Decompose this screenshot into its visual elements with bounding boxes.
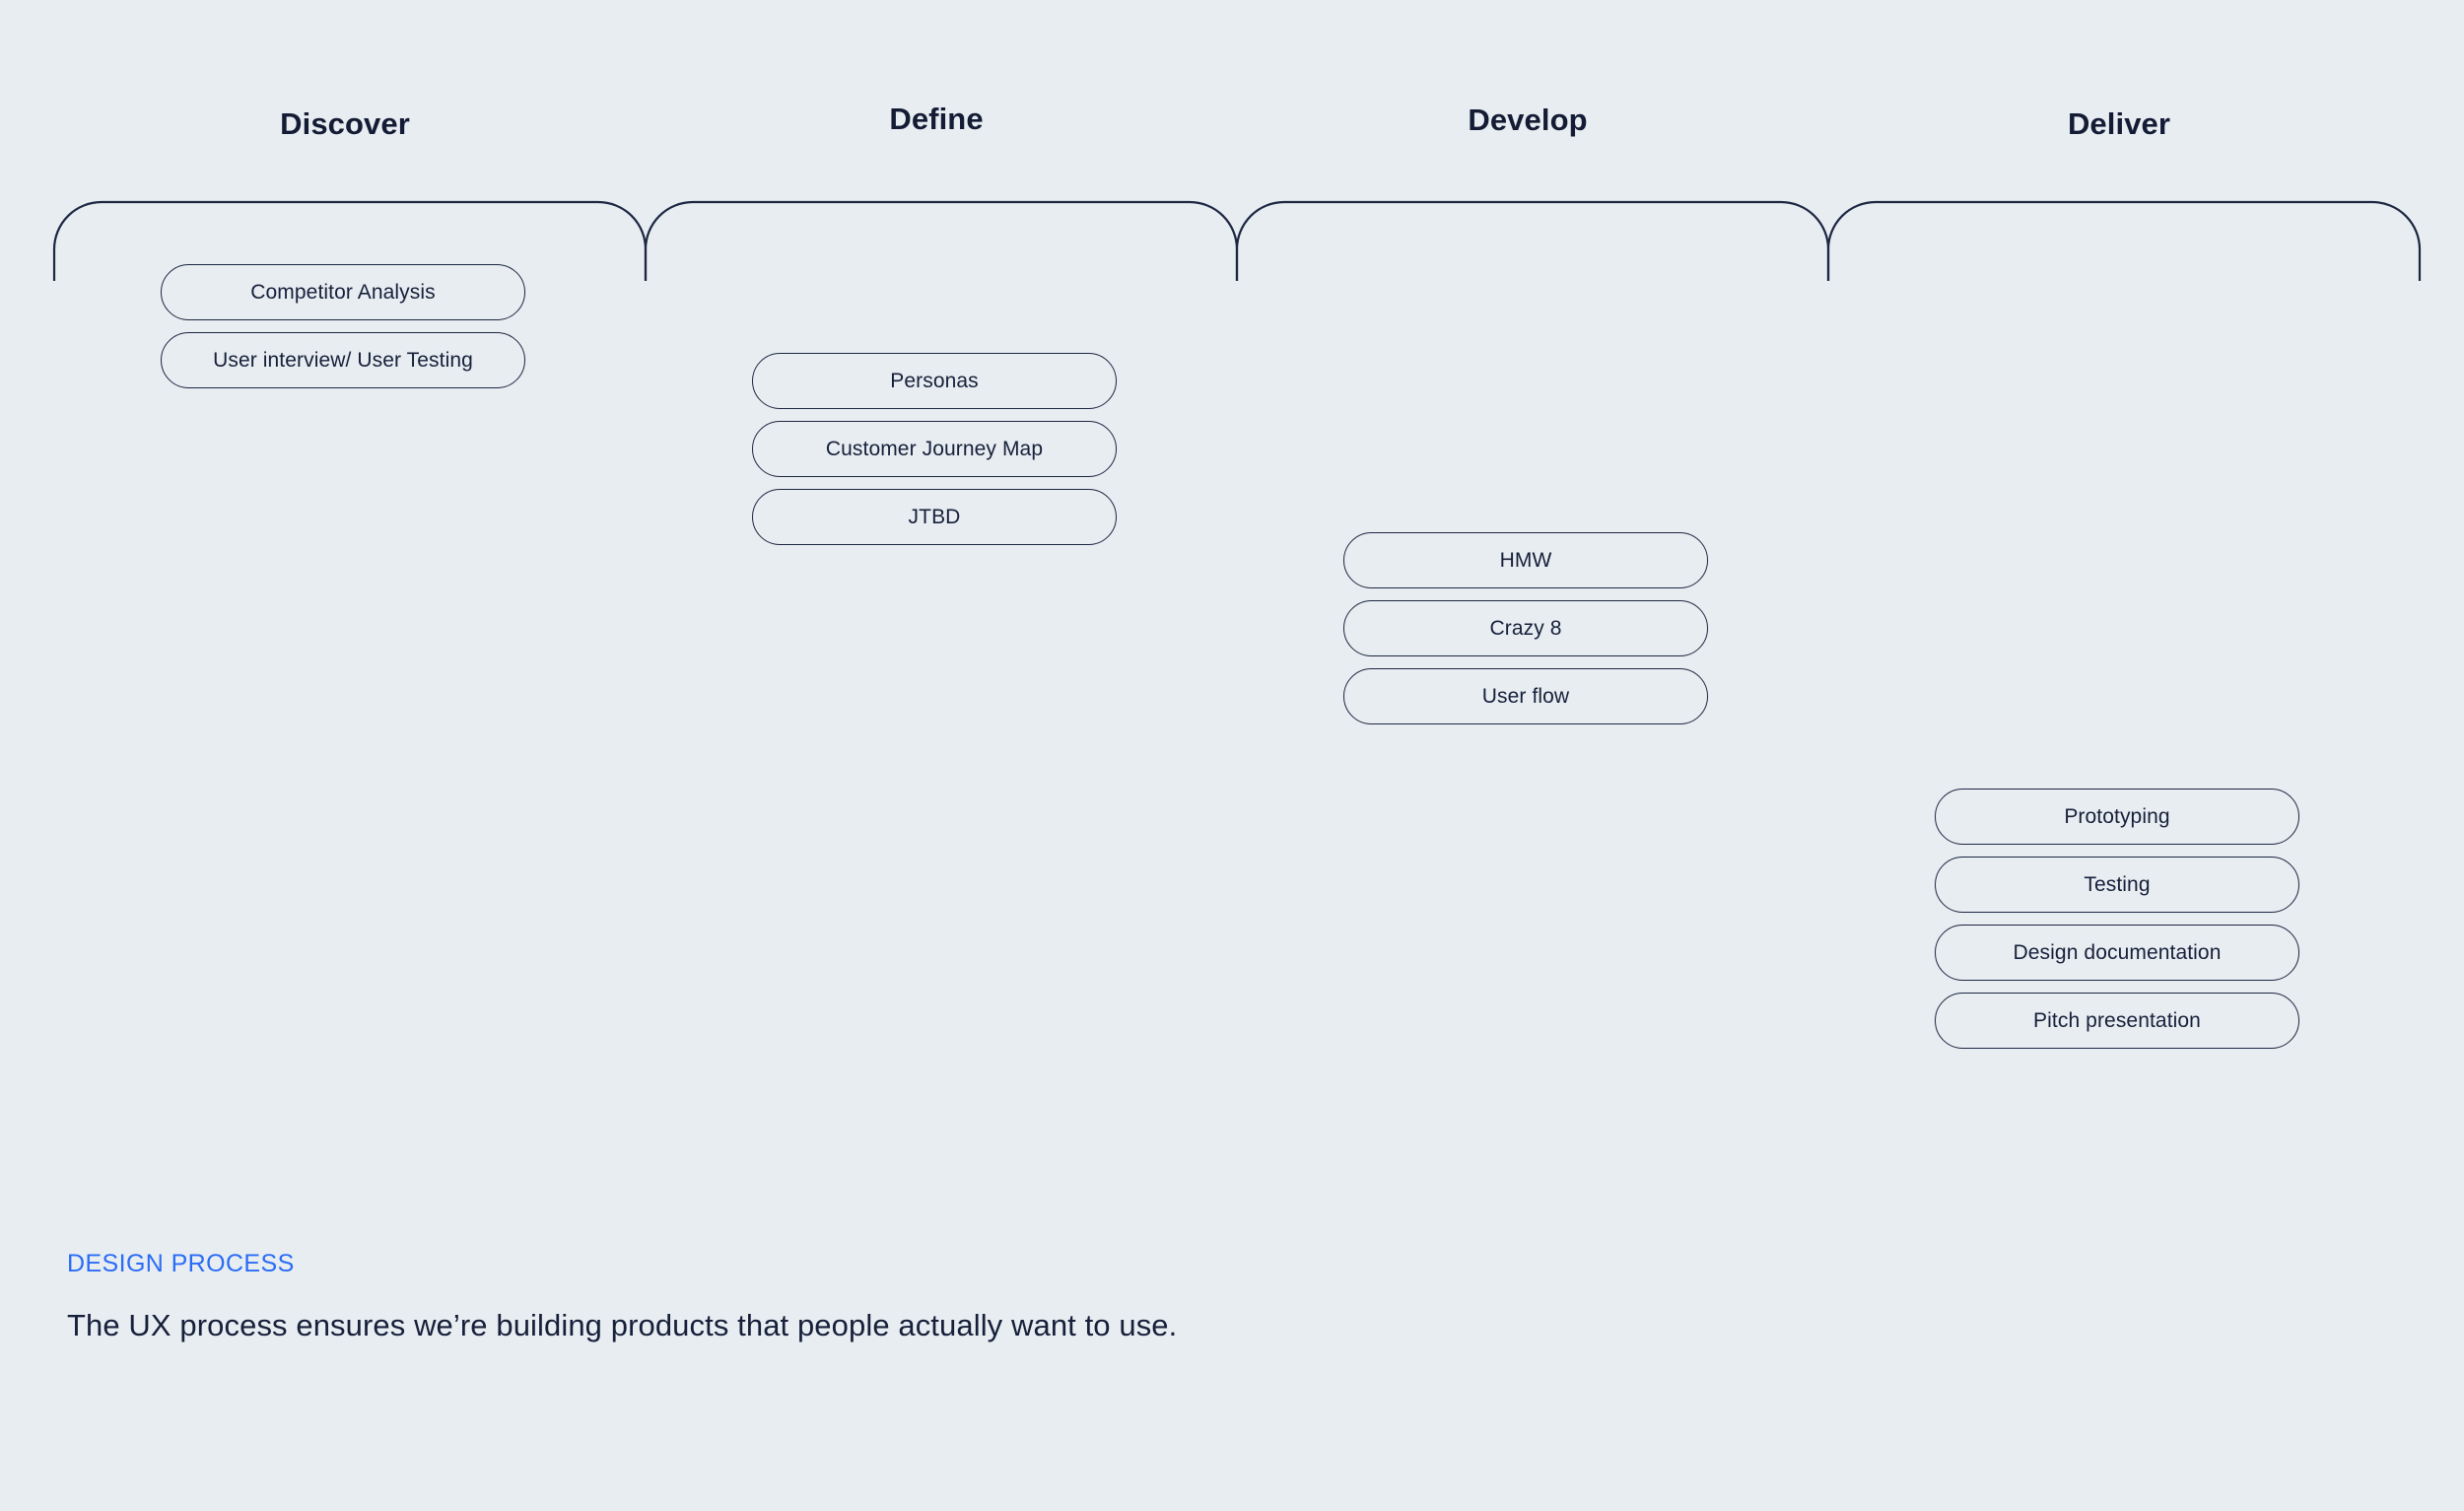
phase-title-develop: Develop (1468, 103, 1588, 137)
phase-title-define: Define (889, 102, 984, 136)
process-item-pill[interactable]: Testing (1935, 857, 2299, 913)
process-item-pill[interactable]: JTBD (752, 489, 1117, 545)
process-item-pill[interactable]: HMW (1343, 532, 1708, 588)
process-item-pill[interactable]: Pitch presentation (1935, 993, 2299, 1049)
caption-body: The UX process ensures we’re building pr… (67, 1308, 1178, 1342)
caption-eyebrow: DESIGN PROCESS (67, 1250, 295, 1277)
design-process-diagram: Discover Competitor Analysis User interv… (52, 102, 2422, 1143)
process-item-pill[interactable]: Design documentation (1935, 925, 2299, 981)
caption-block: DESIGN PROCESS The UX process ensures we… (67, 1250, 1177, 1343)
process-item-pill[interactable]: User interview/ User Testing (161, 332, 525, 388)
process-item-pill[interactable]: Customer Journey Map (752, 421, 1117, 477)
process-item-pill[interactable]: Crazy 8 (1343, 600, 1708, 656)
process-item-pill[interactable]: Competitor Analysis (161, 264, 525, 320)
phase-items-develop: HMW Crazy 8 User flow (1343, 532, 1708, 724)
process-item-pill[interactable]: Personas (752, 353, 1117, 409)
phase-items-discover: Competitor Analysis User interview/ User… (161, 264, 525, 388)
process-item-pill[interactable]: User flow (1343, 668, 1708, 724)
process-item-pill[interactable]: Prototyping (1935, 789, 2299, 845)
phase-items-deliver: Prototyping Testing Design documentation… (1935, 789, 2299, 1049)
phase-title-discover: Discover (280, 106, 410, 141)
phase-title-deliver: Deliver (2067, 106, 2171, 141)
phase-items-define: Personas Customer Journey Map JTBD (752, 353, 1117, 545)
